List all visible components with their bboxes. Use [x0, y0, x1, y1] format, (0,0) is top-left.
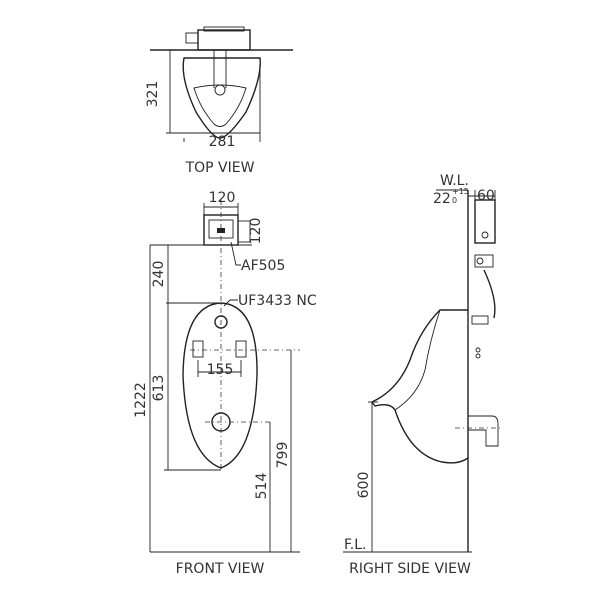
tolerance-lower: 0: [452, 196, 457, 205]
dim-sensor-height: 120: [248, 218, 264, 245]
front-view-title: FRONT VIEW: [176, 561, 265, 577]
sensor-side: [237, 220, 251, 243]
dim-rim-height: 600: [356, 472, 372, 499]
bowl-outline: [182, 302, 258, 469]
urinal-profile: [370, 309, 469, 464]
dim-top-depth: 321: [145, 81, 161, 108]
urinal-model-label: UF3433 NC: [238, 293, 317, 309]
bowl-outline: [182, 57, 261, 139]
dim-wall-depth: 60: [477, 188, 495, 204]
dim-bowl-inlet-height: 613: [151, 375, 167, 402]
mounting-bolt: [475, 353, 481, 359]
bracket-left: [192, 340, 204, 358]
valve-knob: [476, 257, 484, 265]
sensor-unit: [474, 199, 496, 244]
top-view-title: TOP VIEW: [185, 160, 255, 176]
front-view: 120 120 155 1222 240 613 799 514 AF505: [133, 190, 317, 577]
urinal-inner-edge: [394, 309, 441, 411]
trap-pipe: [468, 415, 499, 447]
sensor-window: [217, 228, 225, 233]
tolerance-upper: +15: [452, 187, 469, 196]
dim-water-level-offset: 22: [433, 191, 451, 207]
dim-hole-height: 799: [275, 442, 291, 469]
sensor-cap: [203, 26, 245, 32]
dim-hole-spacing: 155: [207, 362, 234, 378]
dim-outlet-height: 514: [254, 473, 270, 500]
leader-line: [230, 241, 241, 266]
sensor-button: [481, 231, 489, 239]
sensor-unit: [197, 29, 251, 51]
dim-outlet-from-top: 240: [151, 261, 167, 288]
side-view-title: RIGHT SIDE VIEW: [349, 561, 471, 577]
mounting-bolt: [475, 347, 481, 353]
dim-top-width: 281: [209, 134, 236, 150]
dim-sensor-width: 120: [209, 190, 236, 206]
hose-connector: [471, 315, 489, 325]
outlet-hole: [214, 84, 226, 96]
valve-body: [474, 254, 494, 268]
sensor-model-label: AF505: [241, 258, 285, 274]
flexible-hose: [483, 269, 496, 319]
bowl-inner: [193, 84, 247, 127]
floor-level-label: F.L.: [344, 537, 367, 553]
leader-line: [223, 299, 238, 307]
dim-overall-height: 1222: [133, 382, 149, 418]
top-view: 321 281 TOP VIEW: [145, 26, 293, 176]
water-level-label: W.L.: [440, 173, 469, 189]
inlet-hole: [214, 315, 228, 329]
bracket-right: [235, 340, 247, 358]
right-side-view: 600 W.L. 22 +15 0 60 F.L. RIGHT SIDE VIE…: [343, 173, 500, 577]
sensor-connector: [185, 32, 199, 44]
